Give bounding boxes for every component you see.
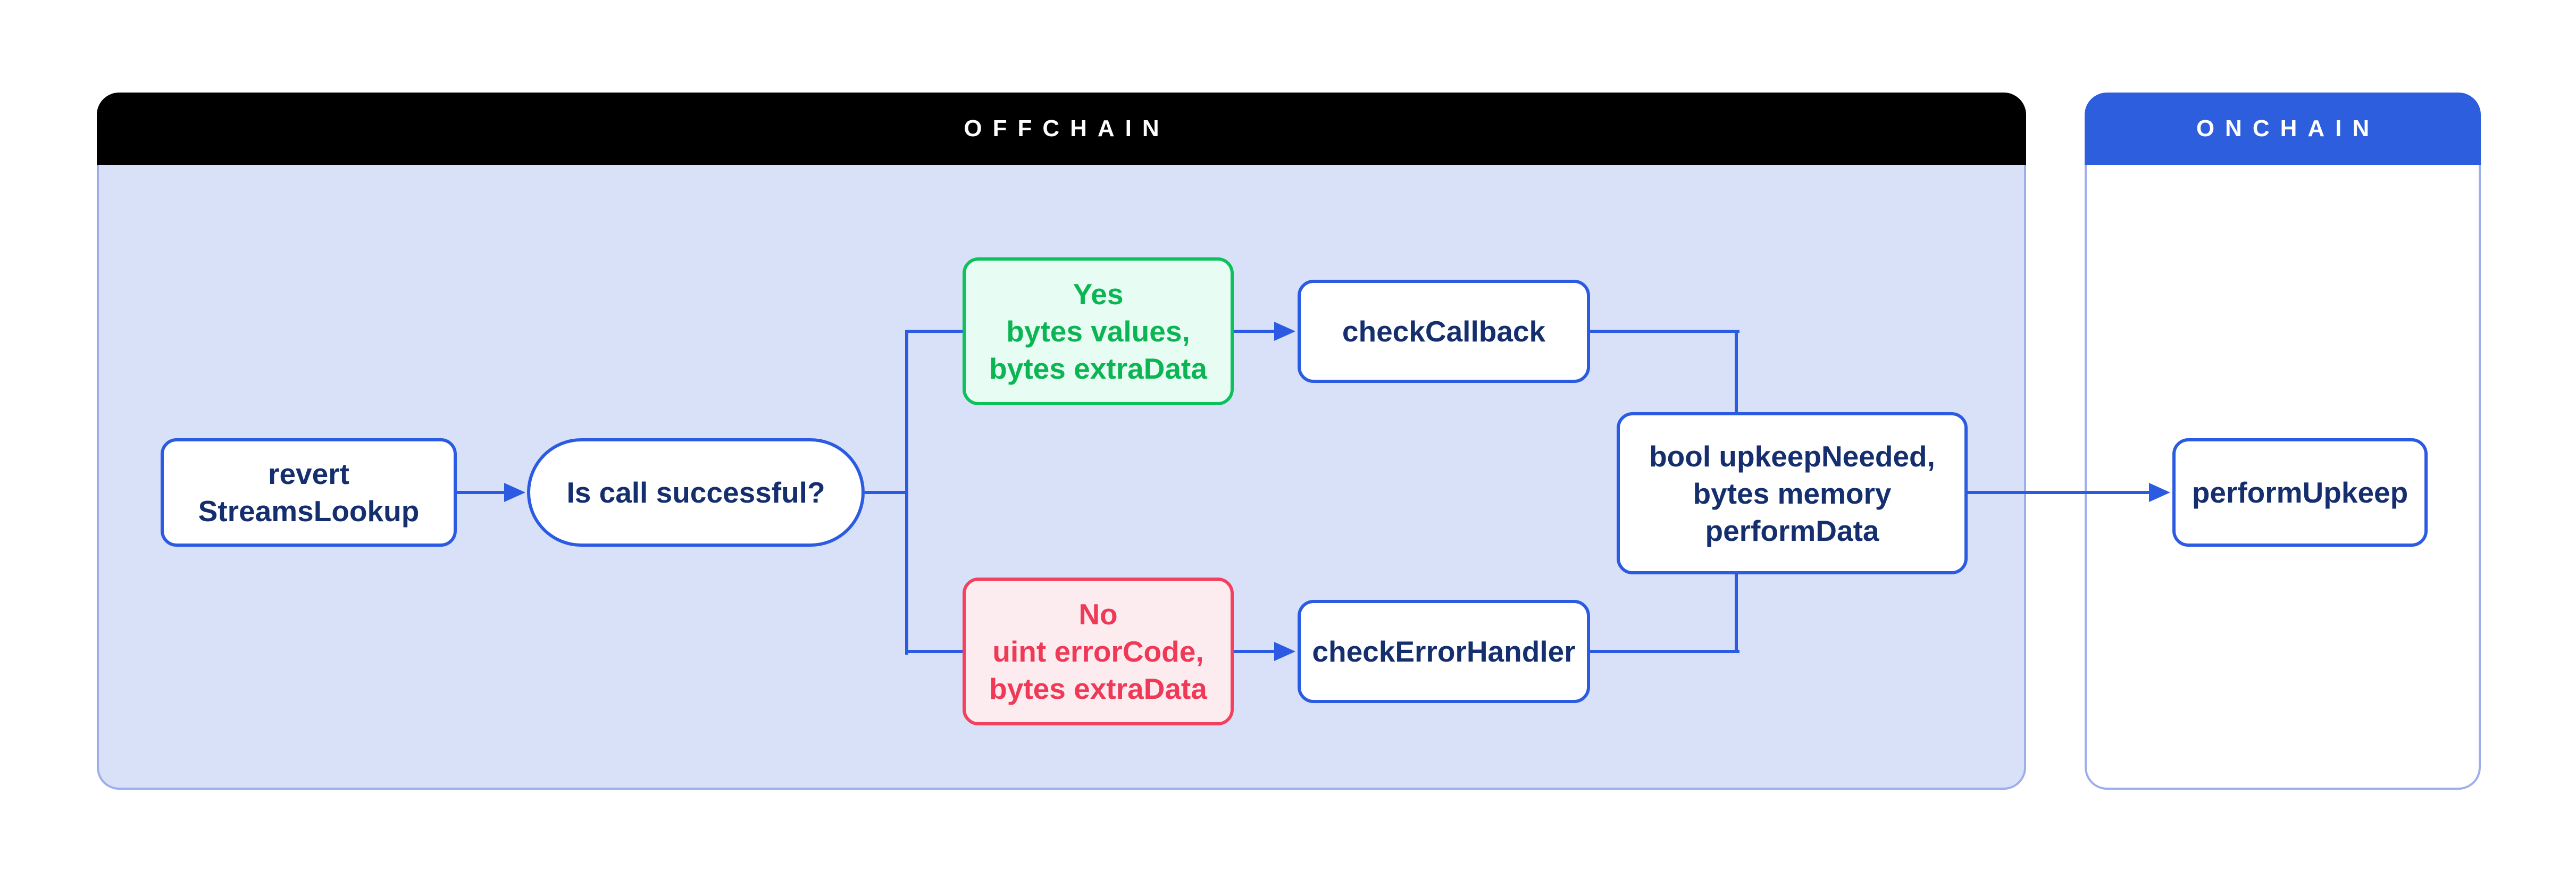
result-line-2: bytes memory [1693, 477, 1892, 510]
connector-checkerrorhandler-right [1590, 650, 1739, 653]
node-is-call-successful: Is call successful? [527, 438, 865, 547]
connector-up-to-result [1735, 573, 1738, 653]
arrow-head-decision [504, 483, 525, 502]
arrow-head-checkcallback [1274, 322, 1295, 341]
result-line-3: performData [1705, 514, 1879, 547]
offchain-header: OFFCHAIN [97, 93, 2026, 165]
onchain-header: ONCHAIN [2085, 93, 2481, 165]
connector-split-to-no [907, 650, 963, 653]
connector-branch-vertical [905, 330, 908, 655]
yes-line-1: Yes [1073, 278, 1124, 311]
yes-line-3: bytes extraData [989, 352, 1207, 385]
node-yes-branch: Yes bytes values, bytes extraData [963, 257, 1234, 405]
decision-label: Is call successful? [566, 476, 825, 509]
node-performupkeep: performUpkeep [2172, 438, 2428, 547]
node-no-branch: No uint errorCode, bytes extraData [963, 578, 1234, 725]
onchain-title: ONCHAIN [2196, 115, 2380, 141]
result-line-1: bool upkeepNeeded, [1649, 439, 1935, 473]
connector-result-to-performupkeep [1968, 491, 2151, 494]
checkerrorhandler-label: checkErrorHandler [1312, 635, 1576, 668]
no-line-3: bytes extraData [989, 672, 1207, 705]
offchain-title: OFFCHAIN [964, 115, 1170, 141]
yes-line-2: bytes values, [1006, 315, 1190, 348]
connector-yes-to-checkcallback [1234, 330, 1276, 333]
arrow-head-checkerrorhandler [1274, 642, 1295, 661]
no-line-2: uint errorCode, [992, 635, 1204, 668]
revert-line-1: revert [268, 457, 349, 490]
connector-revert-to-decision [457, 491, 508, 494]
node-checkerrorhandler: checkErrorHandler [1298, 600, 1590, 703]
node-upkeep-result: bool upkeepNeeded, bytes memory performD… [1617, 412, 1968, 574]
connector-split-to-yes [907, 330, 963, 333]
checkcallback-label: checkCallback [1342, 315, 1546, 348]
performupkeep-label: performUpkeep [2192, 476, 2408, 509]
no-line-1: No [1078, 598, 1118, 631]
connector-no-to-checkerrorhandler [1234, 650, 1276, 653]
node-checkcallback: checkCallback [1298, 280, 1590, 383]
revert-line-2: StreamsLookup [198, 495, 420, 528]
connector-down-to-result [1735, 330, 1738, 415]
node-revert-streamslookup: revert StreamsLookup [161, 438, 457, 547]
connector-checkcallback-right [1590, 330, 1739, 333]
arrow-head-performupkeep [2149, 483, 2170, 502]
connector-decision-to-split [865, 491, 908, 494]
